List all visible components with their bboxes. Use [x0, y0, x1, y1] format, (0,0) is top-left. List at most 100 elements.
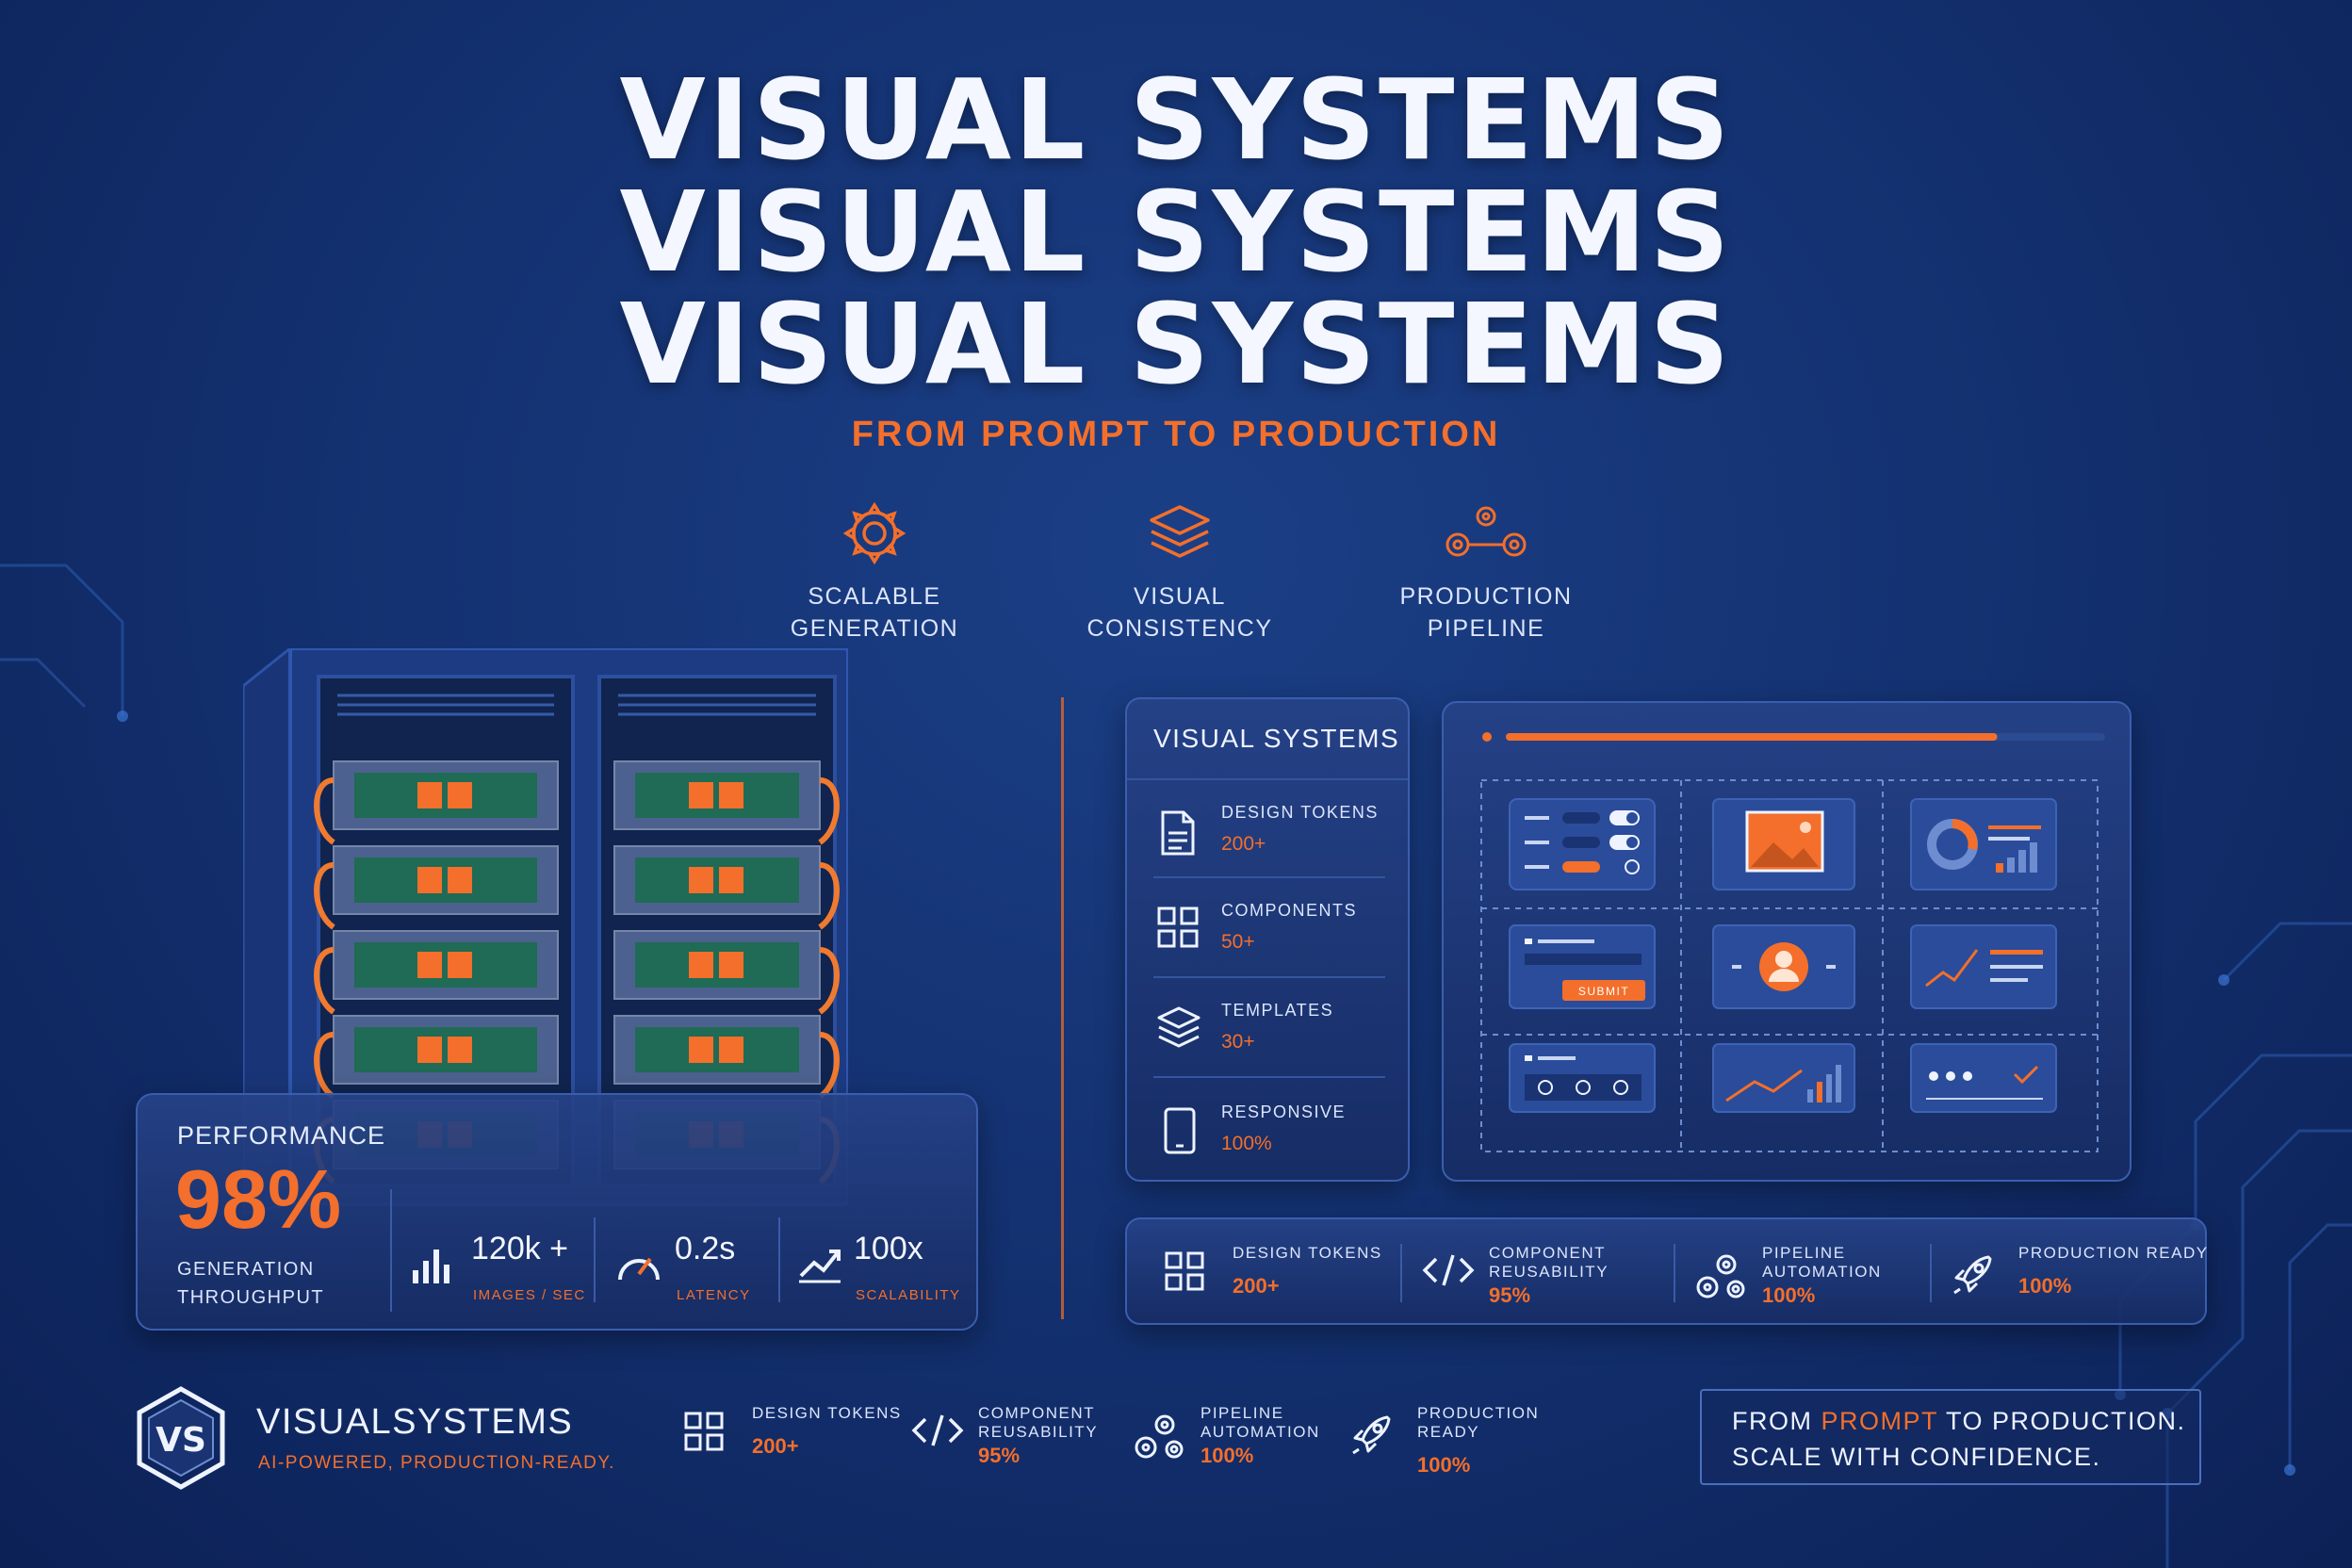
- pipeline-gears-icon: [1135, 1414, 1184, 1459]
- stat-label-images: IMAGES / SEC: [473, 1287, 586, 1303]
- chip: [417, 782, 442, 808]
- chip: [448, 867, 472, 893]
- headline-line-3: VISUAL SYSTEMS: [619, 279, 1733, 409]
- stat-label-latency: LATENCY: [677, 1287, 751, 1303]
- chip: [448, 1037, 472, 1063]
- document-icon: [1161, 810, 1195, 856]
- metric-value: 200+: [1233, 1274, 1280, 1298]
- feature-label-1: VISUAL: [1134, 583, 1226, 610]
- divider: [390, 1189, 392, 1312]
- dashboard-mockup: SUBMIT: [1442, 701, 2132, 1182]
- chip: [719, 867, 743, 893]
- gauge-icon: [618, 1257, 660, 1281]
- cable: [818, 1032, 840, 1100]
- tablet-icon: [1164, 1107, 1196, 1154]
- chip: [448, 952, 472, 978]
- bar-chart-icon: [413, 1250, 449, 1283]
- metric-label: AUTOMATION: [1762, 1263, 1882, 1281]
- cable: [314, 947, 335, 1015]
- metric-label: REUSABILITY: [1489, 1263, 1609, 1281]
- divider: [594, 1217, 596, 1302]
- metric-label: PRODUCTION READY: [2018, 1244, 2209, 1262]
- list-item-value: 30+: [1221, 1031, 1255, 1053]
- list-item-label: COMPONENTS: [1221, 901, 1358, 920]
- gear-icon: [842, 501, 906, 565]
- chip: [689, 1037, 713, 1063]
- metric-value: 100%: [1200, 1444, 1254, 1467]
- headline-line-1: VISUAL SYSTEMS: [619, 55, 1733, 185]
- divider: [1153, 1076, 1385, 1078]
- list-item-label: TEMPLATES: [1221, 1001, 1334, 1020]
- cta-highlight: PROMPT: [1821, 1407, 1938, 1435]
- performance-sub-1: GENERATION: [177, 1259, 315, 1280]
- tile-action-buttons: [1509, 1043, 1656, 1113]
- metric-value: 95%: [1489, 1283, 1531, 1307]
- circuit-board: [354, 858, 537, 903]
- tile-form: SUBMIT: [1509, 924, 1656, 1009]
- logo-text: VS: [155, 1421, 206, 1460]
- metric-label: PIPELINE: [1762, 1244, 1846, 1262]
- layers-icon: [1157, 1006, 1200, 1048]
- code-icon: [911, 1414, 964, 1446]
- tagline: FROM PROMPT TO PRODUCTION: [851, 415, 1501, 454]
- metric-value: 100%: [1417, 1453, 1471, 1477]
- cta-line-2: SCALE WITH CONFIDENCE.: [1732, 1443, 2101, 1471]
- feature-visual-consistency: VISUAL CONSISTENCY: [1038, 499, 1321, 645]
- feature-label-2: PIPELINE: [1427, 615, 1545, 642]
- metric-value: 95%: [978, 1444, 1021, 1467]
- list-item-label: DESIGN TOKENS: [1221, 803, 1379, 822]
- chip: [448, 782, 472, 808]
- cable: [314, 862, 335, 930]
- list-item-value: 100%: [1221, 1133, 1272, 1154]
- tile-toggles: [1509, 798, 1656, 890]
- pipeline-gears-icon: [1446, 506, 1527, 557]
- brand-logo: VS: [134, 1385, 228, 1495]
- cable: [818, 777, 840, 845]
- metric-value: 100%: [1762, 1283, 1816, 1307]
- tile-trend-chart: [1712, 1043, 1855, 1113]
- divider: [1153, 876, 1385, 878]
- list-item-value: 200+: [1221, 833, 1266, 855]
- circuit-board: [354, 773, 537, 818]
- trend-up-icon: [799, 1250, 841, 1283]
- feature-scalable-generation: SCALABLE GENERATION: [733, 499, 1016, 645]
- components-icon: [1157, 906, 1199, 948]
- metric-value: 100%: [2018, 1274, 2072, 1298]
- chip: [689, 867, 713, 893]
- chip: [689, 952, 713, 978]
- stat-value-images: 120k +: [471, 1231, 569, 1266]
- pipeline-gears-icon: [1696, 1254, 1745, 1298]
- tile-image: [1712, 798, 1855, 890]
- chip: [417, 867, 442, 893]
- metric-label: PRODUCTION READY: [1417, 1404, 1540, 1441]
- divider: [1930, 1244, 1932, 1302]
- chip: [417, 1037, 442, 1063]
- dashboard-graphic: SUBMIT: [1480, 732, 2105, 1152]
- cable: [314, 777, 335, 845]
- rocket-icon: [1953, 1255, 1992, 1295]
- divider: [778, 1217, 780, 1302]
- metric-value: 200+: [752, 1434, 799, 1458]
- metric-label: REUSABILITY: [978, 1423, 1099, 1441]
- brand-tagline: AI-POWERED, PRODUCTION-READY.: [258, 1453, 615, 1473]
- submit-button-label: SUBMIT: [1578, 985, 1629, 998]
- vs-hexagon-logo-icon: VS: [137, 1386, 225, 1490]
- chip: [719, 952, 743, 978]
- metric-label: DESIGN TOKENS: [1233, 1244, 1382, 1262]
- divider: [1153, 976, 1385, 978]
- progress-fill: [1506, 733, 1998, 741]
- performance-title: PERFORMANCE: [177, 1121, 386, 1150]
- metric-item: PRODUCTION READY 100%: [1349, 1404, 1604, 1477]
- feature-label-1: PRODUCTION: [1399, 583, 1573, 610]
- components-icon: [1165, 1251, 1204, 1291]
- cable: [314, 1032, 335, 1100]
- divider: [1674, 1244, 1675, 1302]
- stat-label-scalability: SCALABILITY: [856, 1287, 961, 1303]
- list-item-label: RESPONSIVE: [1221, 1102, 1347, 1121]
- tile-donut-chart: [1910, 798, 2057, 890]
